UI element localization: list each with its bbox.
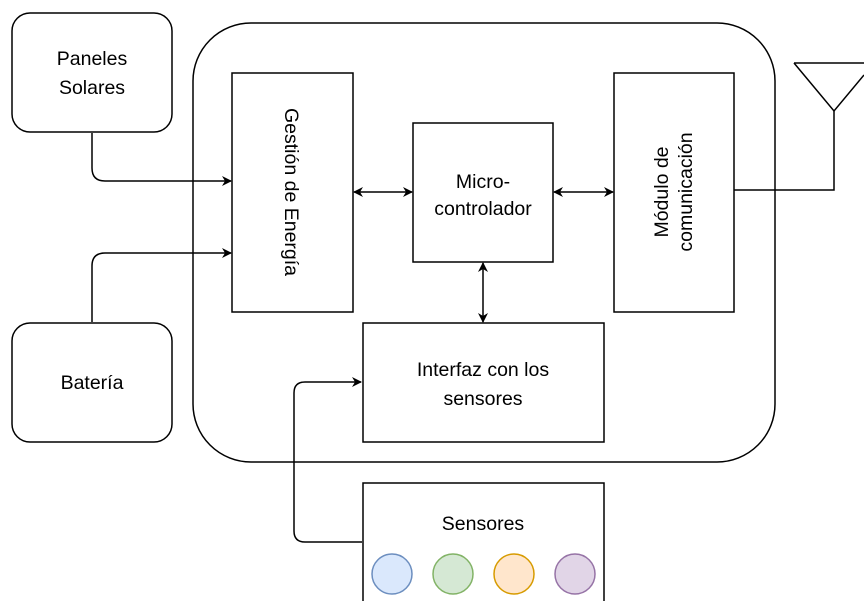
communication-module-label-line2: comunicación — [675, 132, 697, 251]
antenna-icon — [793, 62, 864, 113]
microcontroller-block: Micro- controlador — [412, 122, 554, 263]
sensor-dot-2 — [432, 553, 474, 595]
battery-label: Batería — [61, 372, 124, 394]
battery-to-energy-connector — [91, 248, 232, 322]
sensor-dot-1 — [371, 553, 413, 595]
microcontroller-label-line1: Micro- — [456, 171, 510, 193]
sensor-interface-label-line2: sensores — [443, 388, 522, 410]
sensor-dot-4 — [554, 553, 596, 595]
sensor-dots — [371, 553, 596, 595]
sensor-interface-block: Interfaz con los sensores — [362, 322, 605, 443]
sensors-to-interface-connector — [293, 377, 362, 543]
solar-panels-block: Paneles Solares — [11, 12, 173, 133]
device-enclosure — [192, 22, 776, 463]
comm-to-antenna-line — [734, 111, 835, 191]
sensor-dot-3 — [493, 553, 535, 595]
sensor-interface-label-line1: Interfaz con los — [417, 359, 549, 381]
communication-module-label-line1: Módulo de — [651, 146, 673, 237]
microcontroller-label-line2: controlador — [434, 198, 532, 220]
energy-management-block: Gestión de Energía — [231, 72, 354, 313]
solar-panels-label-line2: Solares — [59, 77, 125, 99]
sensors-block: Sensores — [362, 482, 605, 601]
energy-management-label: Gestión de Energía — [280, 108, 302, 276]
solar-panels-label-line1: Paneles — [57, 48, 128, 70]
sensors-label: Sensores — [442, 513, 525, 535]
communication-module-block: Módulo de comunicación — [613, 72, 735, 313]
solar-to-energy-connector — [91, 133, 232, 186]
battery-block: Batería — [11, 322, 173, 443]
